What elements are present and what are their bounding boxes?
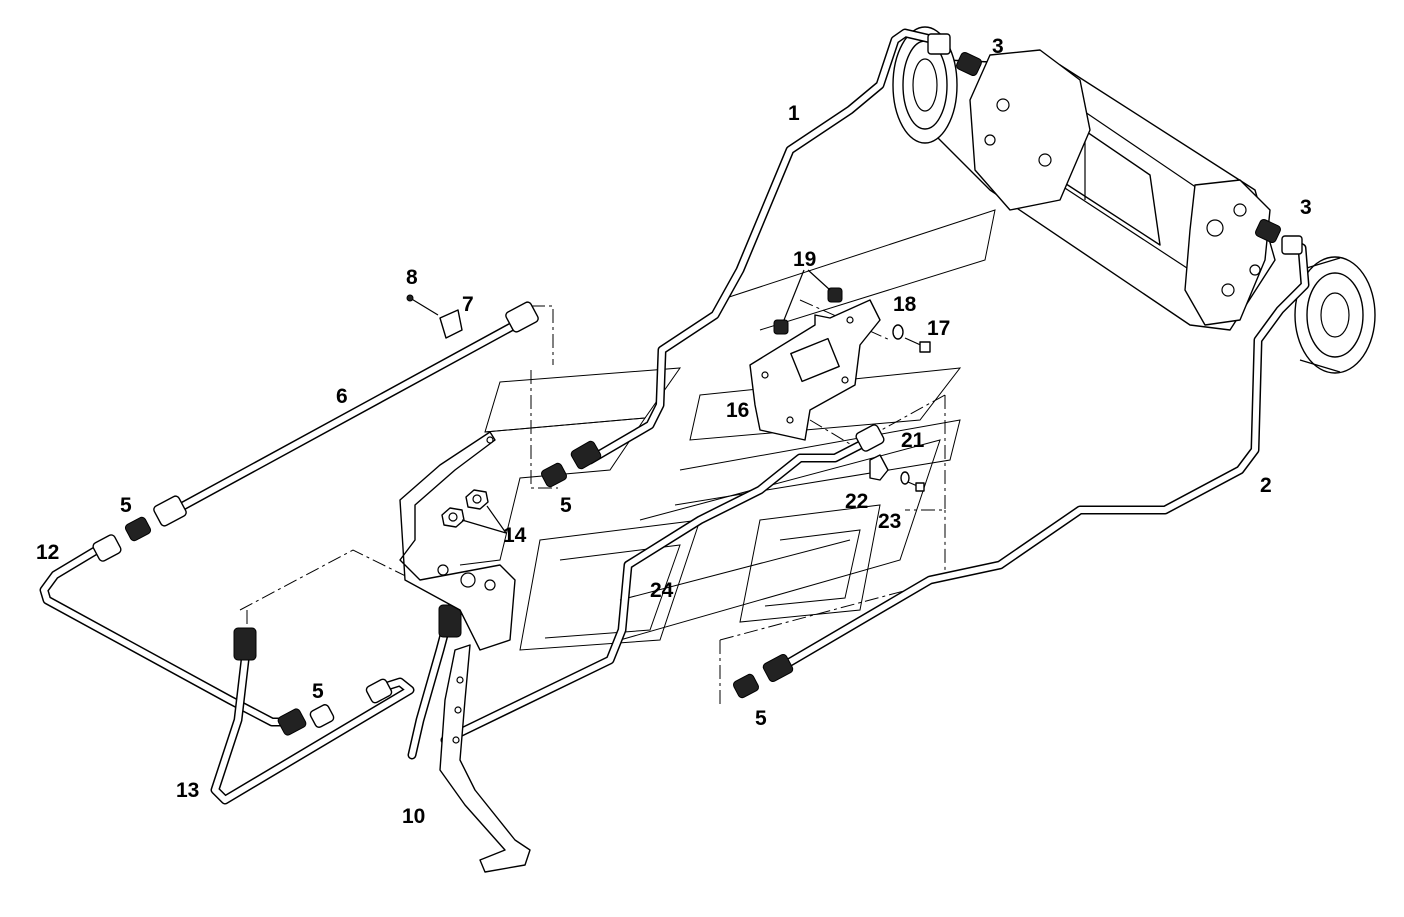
callout-24: 24	[650, 579, 674, 602]
ghost-frame-outline	[459, 209, 996, 651]
callout-10: 10	[402, 805, 425, 828]
bushing-19-a	[773, 319, 789, 335]
pipe-24	[440, 424, 885, 745]
callout-5-center: 5	[560, 494, 572, 517]
leader-lines	[461, 269, 831, 534]
callout-labels: 1 2 3 3 5 5 5 5 6 7 8 10 12 13 14 16 17 …	[36, 35, 1312, 828]
fitting-5-lower-left	[309, 704, 335, 728]
pipe-1	[570, 28, 951, 470]
pipe-2	[762, 235, 1310, 683]
callout-3-top: 3	[992, 35, 1004, 58]
clip-7	[439, 309, 463, 339]
bolt-17	[904, 337, 931, 353]
callout-3-right: 3	[1300, 196, 1312, 219]
callout-12: 12	[36, 541, 59, 564]
clamp-22	[869, 454, 889, 481]
callout-13: 13	[176, 779, 199, 802]
callout-18: 18	[893, 293, 917, 316]
callout-22: 22	[845, 490, 868, 513]
callout-17: 17	[927, 317, 950, 340]
callout-2: 2	[1260, 474, 1272, 497]
mounting-bracket	[399, 431, 516, 651]
callout-5-lower-right: 5	[755, 707, 767, 730]
pipe-13	[210, 627, 415, 805]
plate-16	[749, 299, 881, 441]
axle-housing	[892, 26, 1376, 374]
nut-14-a	[441, 507, 465, 528]
washer-18	[892, 324, 904, 340]
screw-23	[907, 481, 925, 492]
callout-7: 7	[462, 293, 474, 316]
nut-14-b	[465, 489, 489, 510]
washer-21	[900, 471, 910, 485]
fitting-5-lower-right	[732, 673, 760, 699]
fitting-3-right	[1255, 219, 1281, 243]
callout-8: 8	[406, 266, 418, 289]
callout-5-left: 5	[120, 494, 132, 517]
callout-5-lower-left: 5	[312, 680, 324, 703]
callout-16: 16	[726, 399, 749, 422]
pipe-6	[153, 301, 539, 527]
fitting-5-left	[124, 516, 152, 542]
callout-6: 6	[336, 385, 348, 408]
pipe-12	[39, 534, 307, 736]
fitting-3-top	[956, 52, 982, 76]
callout-1: 1	[788, 102, 800, 125]
callout-14: 14	[503, 524, 527, 547]
callout-19: 19	[793, 248, 816, 271]
bushing-19-b	[827, 287, 843, 303]
fitting-5-center	[540, 462, 568, 488]
bracket-10	[407, 604, 531, 873]
callout-23: 23	[878, 510, 901, 533]
screw-8	[406, 294, 439, 316]
callout-21: 21	[901, 429, 925, 452]
